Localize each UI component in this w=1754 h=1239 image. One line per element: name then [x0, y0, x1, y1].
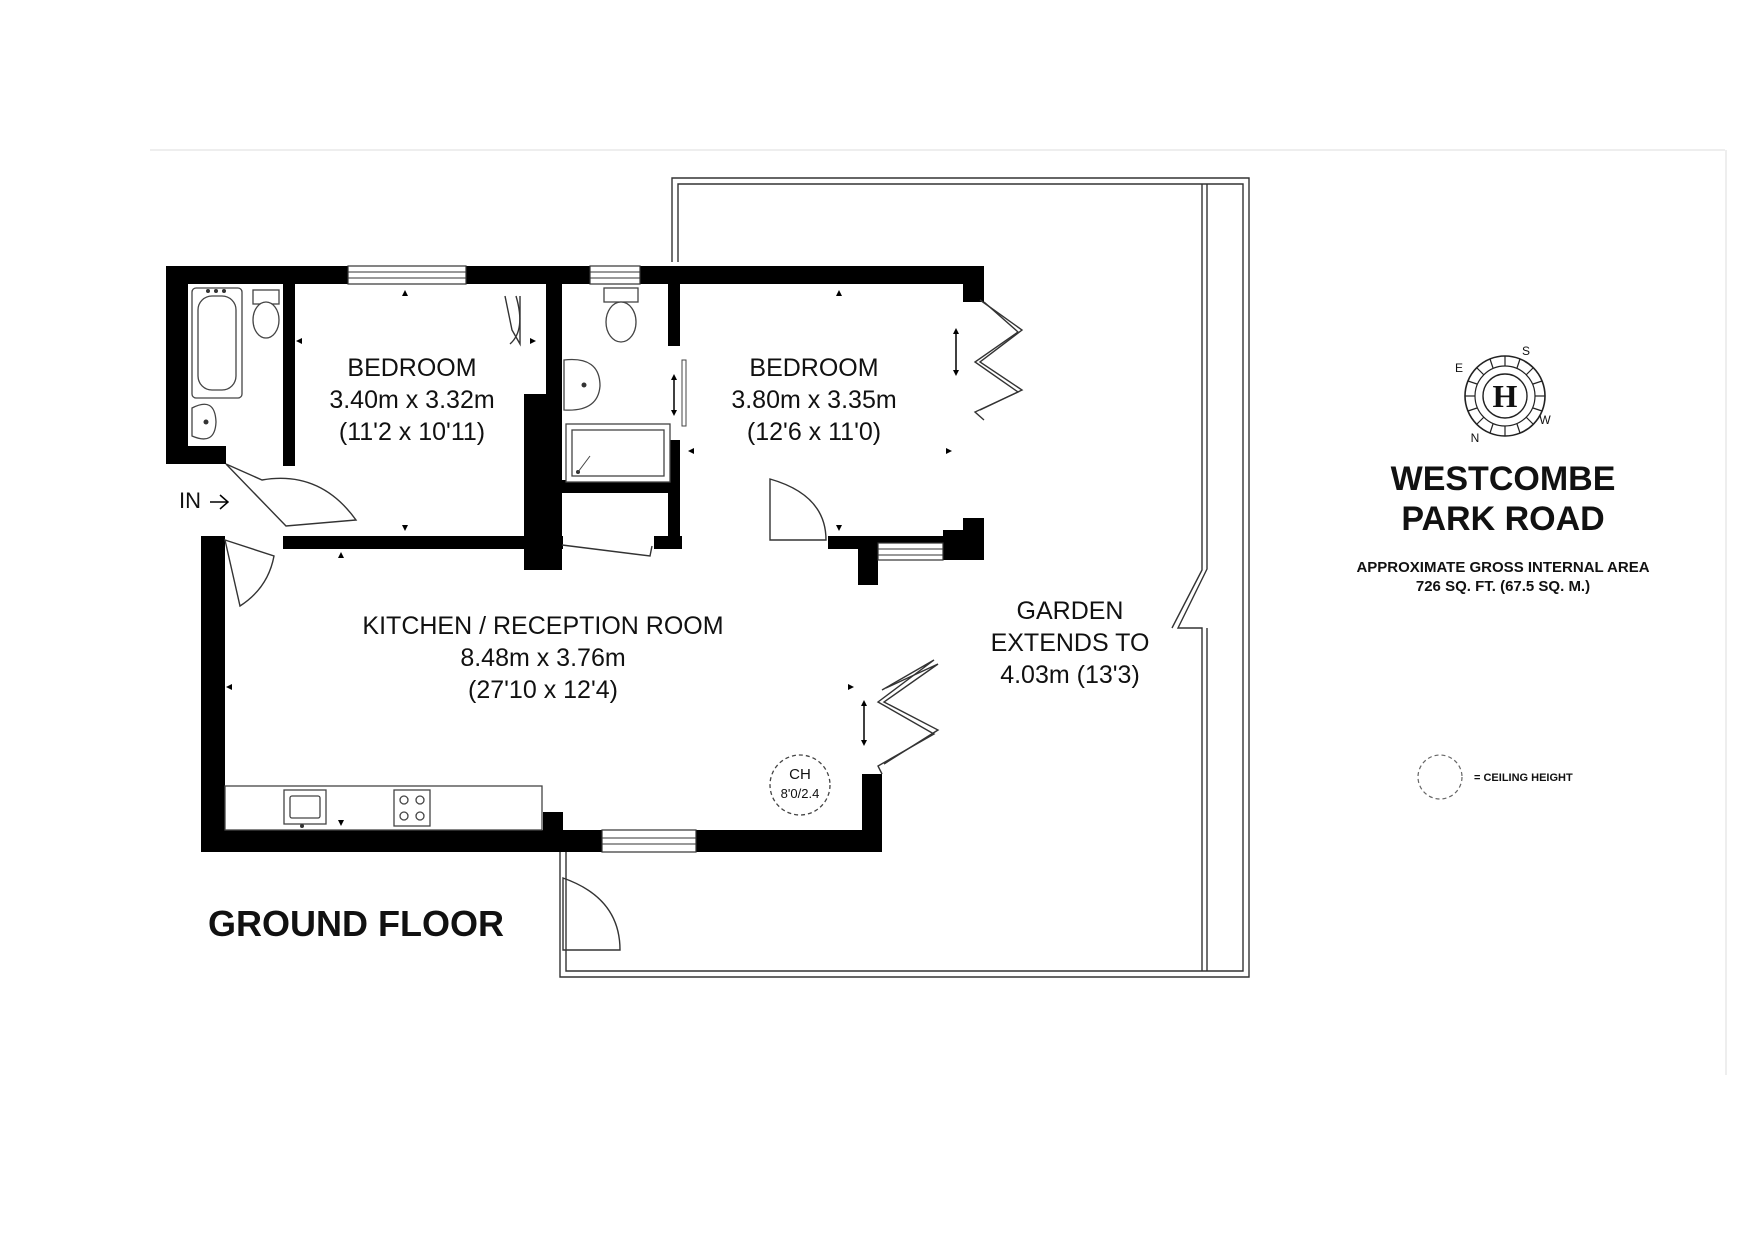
legend-text: = CEILING HEIGHT — [1474, 772, 1573, 784]
room-imperial: (12'6 x 11'0) — [747, 418, 881, 446]
property-title-line-1: WESTCOMBE — [1391, 460, 1616, 498]
ceiling-height-legend: = CEILING HEIGHT — [1417, 754, 1573, 800]
title-block: WESTCOMBE PARK ROAD APPROXIMATE GROSS IN… — [1356, 460, 1649, 595]
ceiling-height-legend-icon — [1417, 754, 1463, 800]
ceiling-height-label: CH — [789, 766, 811, 783]
garden-line-2: EXTENDS TO — [991, 629, 1150, 657]
entrance-label: IN — [179, 488, 201, 513]
compass-east: E — [1455, 361, 1463, 375]
compass-rose-icon: H S E W N — [1455, 344, 1551, 445]
garden-line-1: GARDEN — [1017, 597, 1124, 625]
room-label-bedroom-1: BEDROOM 3.40m x 3.32m (11'2 x 10'11) — [329, 354, 494, 446]
area-line-1: APPROXIMATE GROSS INTERNAL AREA — [1356, 559, 1649, 576]
room-imperial: (27'10 x 12'4) — [468, 676, 618, 704]
entrance-arrow-icon — [210, 494, 230, 510]
room-label-bedroom-2: BEDROOM 3.80m x 3.35m (12'6 x 11'0) — [731, 354, 896, 446]
doors — [224, 295, 1024, 951]
room-name: KITCHEN / RECEPTION ROOM — [362, 612, 723, 640]
compass-emblem: H — [1493, 378, 1518, 414]
compass-south: S — [1522, 344, 1530, 358]
room-name: BEDROOM — [749, 354, 878, 382]
garden-label: GARDEN EXTENDS TO 4.03m (13'3) — [991, 597, 1150, 689]
compass-north: N — [1471, 431, 1480, 445]
floor-label: GROUND FLOOR — [208, 903, 504, 944]
bathroom-fixtures — [191, 287, 671, 483]
compass-west: W — [1539, 413, 1551, 427]
ceiling-height-value: 8'0/2.4 — [781, 786, 820, 801]
windows — [347, 265, 944, 853]
room-metric: 3.80m x 3.35m — [731, 386, 896, 414]
garden-outline — [559, 177, 1250, 978]
kitchen-fixtures — [224, 785, 543, 831]
area-line-2: 726 SQ. FT. (67.5 SQ. M.) — [1416, 578, 1590, 595]
room-name: BEDROOM — [347, 354, 476, 382]
dimension-arrows — [226, 290, 959, 826]
entrance-marker: IN — [179, 488, 230, 513]
ceiling-height-marker: CH 8'0/2.4 — [769, 754, 831, 816]
garden-line-3: 4.03m (13'3) — [1000, 661, 1140, 689]
room-imperial: (11'2 x 10'11) — [339, 418, 485, 446]
property-title-line-2: PARK ROAD — [1401, 500, 1604, 538]
walls — [166, 266, 984, 852]
room-label-kitchen-reception: KITCHEN / RECEPTION ROOM 8.48m x 3.76m (… — [362, 612, 723, 704]
room-metric: 8.48m x 3.76m — [460, 644, 625, 672]
room-metric: 3.40m x 3.32m — [329, 386, 494, 414]
